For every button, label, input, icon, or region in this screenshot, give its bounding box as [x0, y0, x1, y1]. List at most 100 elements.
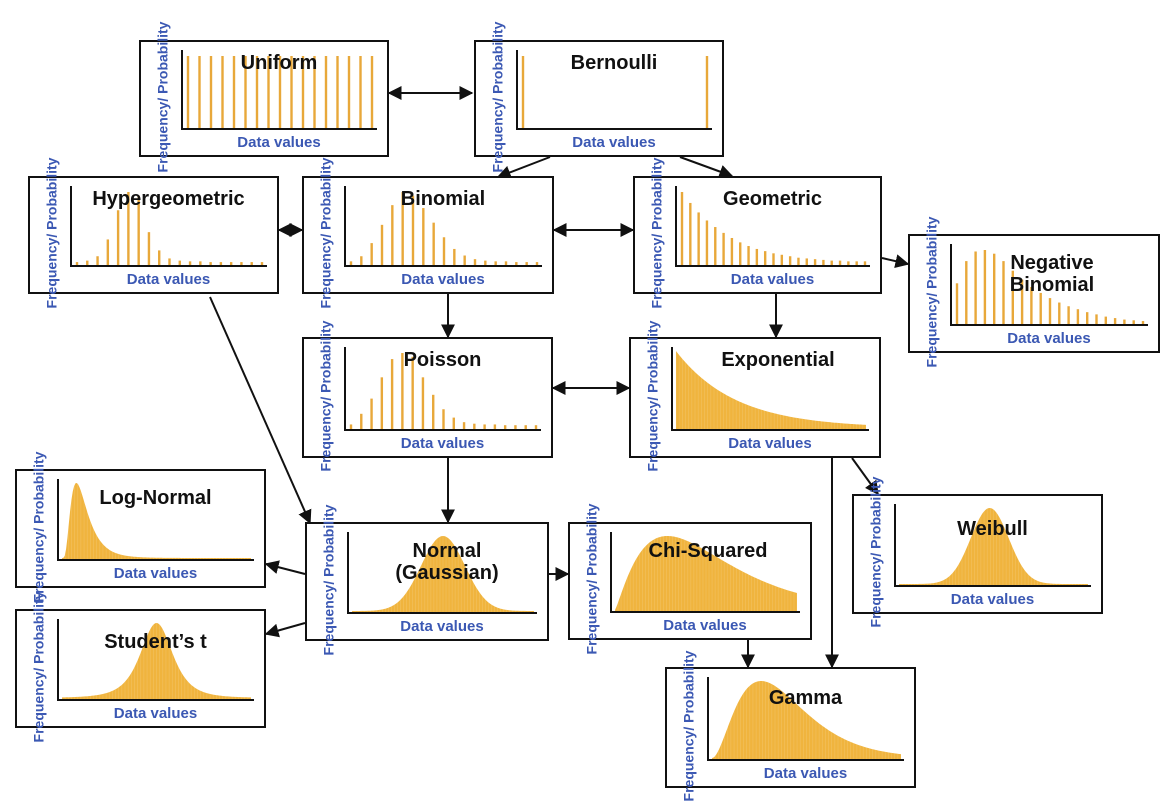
distribution-bar	[116, 210, 120, 265]
distribution-bar	[484, 260, 487, 265]
distribution-bar	[198, 56, 201, 128]
x-axis-label: Data values	[1007, 330, 1091, 347]
distribution-bar	[432, 394, 435, 429]
node-title: Student’s t	[104, 631, 207, 653]
x-axis-label: Data values	[572, 134, 656, 151]
distribution-bar	[534, 425, 538, 429]
distribution-bar	[494, 261, 497, 265]
node-gamma: Frequency/ Probability Gamma Data values	[665, 650, 916, 801]
distribution-bar	[1076, 309, 1080, 324]
distribution-bar	[797, 257, 800, 265]
x-axis-label: Data values	[763, 765, 848, 782]
y-axis-label: Frequency/ Probability	[30, 591, 46, 742]
distribution-bar	[689, 202, 692, 265]
distribution-bar	[535, 262, 539, 265]
distribution-bar	[503, 425, 507, 429]
y-axis-label: Frequency/ Probability	[154, 21, 170, 172]
distribution-bar	[1030, 287, 1033, 324]
distribution-bar	[158, 250, 161, 265]
distribution-bar	[722, 232, 725, 265]
distribution-chart	[711, 677, 902, 759]
distribution-curve	[712, 681, 901, 759]
distribution-bar	[178, 260, 181, 265]
distribution-bar	[772, 253, 775, 265]
distribution-bar	[199, 261, 202, 265]
distribution-bar	[514, 425, 517, 429]
distribution-bar	[463, 255, 466, 265]
node-title: Uniform	[240, 52, 318, 74]
y-axis-label: Frequency/ Probability	[923, 216, 939, 367]
distribution-bar	[974, 251, 977, 324]
distribution-bar	[493, 424, 497, 429]
distribution-bar	[473, 259, 477, 265]
distribution-bar	[137, 195, 140, 265]
distribution-bar	[813, 259, 817, 265]
distribution-plot	[610, 532, 800, 613]
node-title: Geometric	[723, 188, 822, 210]
edge-normal-log-normal	[264, 560, 306, 575]
distribution-bar	[1058, 302, 1061, 324]
distribution-bar	[1048, 298, 1052, 324]
distribution-bar	[780, 254, 784, 265]
distribution-bar	[680, 192, 684, 265]
node-title: Log-Normal	[99, 487, 212, 509]
x-axis-label: Data values	[113, 705, 198, 722]
distribution-plot	[707, 677, 904, 761]
distribution-bar	[359, 56, 362, 128]
distribution-chart	[680, 192, 867, 265]
distribution-bar	[755, 248, 759, 265]
distribution-bar	[705, 220, 709, 265]
x-axis-label: Data values	[113, 565, 198, 582]
distribution-plot	[344, 347, 541, 431]
node-title: Negative Binomial	[1009, 252, 1095, 296]
node-title: Gamma	[768, 687, 843, 709]
distribution-bar	[401, 353, 404, 429]
distribution-bar	[453, 248, 456, 265]
y-axis-label: Frequency/ Probability	[30, 451, 46, 602]
distribution-bar	[730, 237, 734, 265]
distribution-bar	[504, 261, 508, 265]
node-exponential: Frequency/ Probability Exponential Data …	[629, 320, 881, 471]
y-axis-label: Frequency/ Probability	[648, 157, 664, 309]
x-axis-label: Data values	[237, 134, 321, 151]
node-title: Weibull	[957, 518, 1028, 540]
distribution-plot	[344, 186, 542, 267]
distribution-plot	[671, 347, 869, 431]
edge-bernoulli-binomial	[496, 156, 551, 180]
distribution-bar	[360, 413, 363, 429]
distribution-bar	[1039, 292, 1042, 324]
distribution-curve	[352, 536, 534, 612]
distribution-plot	[347, 532, 537, 614]
y-axis-label: Frequency/ Probability	[644, 320, 660, 471]
distribution-bar	[86, 260, 89, 265]
distribution-bar	[863, 261, 867, 265]
distribution-bar	[229, 262, 233, 265]
distribution-bar	[349, 261, 353, 265]
node-weibull: Frequency/ Probability Weibull Data valu…	[852, 477, 1103, 627]
distribution-bar	[955, 283, 959, 324]
distribution-bar	[75, 262, 79, 265]
distribution-bar	[250, 262, 253, 265]
distribution-bar	[380, 377, 384, 429]
distribution-curve	[676, 351, 866, 429]
distribution-bar	[830, 260, 833, 265]
distribution-bar	[1067, 306, 1070, 324]
distribution-bar	[763, 251, 767, 265]
distribution-bar	[267, 56, 270, 128]
distribution-bar	[127, 192, 130, 265]
distribution-bar	[1086, 312, 1089, 324]
distribution-chart	[955, 250, 1145, 324]
distribution-bar	[1011, 270, 1014, 324]
node-title: Poisson	[403, 349, 482, 371]
distribution-bar	[349, 424, 353, 429]
distribution-bar	[370, 243, 373, 265]
distribution-bar	[705, 56, 709, 128]
node-title: Binomial	[400, 188, 486, 210]
distribution-chart	[614, 532, 798, 611]
x-axis-label: Data values	[728, 435, 812, 452]
distribution-chart	[186, 56, 374, 128]
distribution-plot	[675, 186, 870, 267]
y-axis-label: Frequency/ Probability	[680, 650, 696, 801]
distribution-bar	[1123, 319, 1126, 324]
distribution-bar	[521, 56, 525, 128]
